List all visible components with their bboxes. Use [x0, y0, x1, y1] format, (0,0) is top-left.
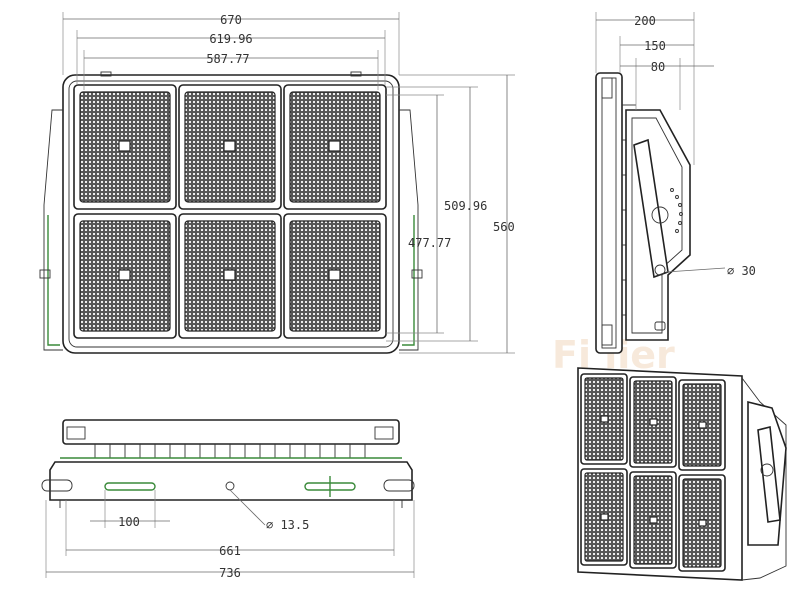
dim-depth-150: 150 — [644, 39, 666, 53]
dim-height-560: 560 — [493, 220, 515, 234]
side-view: 200 150 80 ∅ 30 — [595, 12, 756, 354]
dim-height-477: 477.77 — [408, 236, 451, 250]
dim-span-661: 661 — [219, 544, 241, 558]
dim-width-587: 587.77 — [206, 52, 249, 66]
bottom-housing — [62, 419, 400, 445]
dim-depth-200: 200 — [634, 14, 656, 28]
dim-hole-13.5: ∅ 13.5 — [266, 518, 309, 532]
perspective-view — [577, 367, 787, 581]
dim-depth-80: 80 — [651, 60, 665, 74]
slot-left — [104, 482, 156, 491]
bottom-view: 100 ∅ 13.5 661 736 — [41, 419, 415, 580]
dim-pivot-30: ∅ 30 — [727, 264, 756, 278]
dim-slot-100: 100 — [118, 515, 140, 529]
front-led-modules — [73, 84, 387, 339]
side-housing — [595, 72, 623, 354]
dim-height-509: 509.96 — [444, 199, 487, 213]
dim-width-736: 736 — [219, 566, 241, 580]
dim-width-619: 619.96 — [209, 32, 252, 46]
bottom-bracket — [49, 461, 413, 501]
dim-width-670: 670 — [220, 13, 242, 27]
heatsink-fins — [94, 444, 366, 458]
front-view: 670 619.96 587.77 560 509.96 477.77 — [39, 12, 515, 354]
